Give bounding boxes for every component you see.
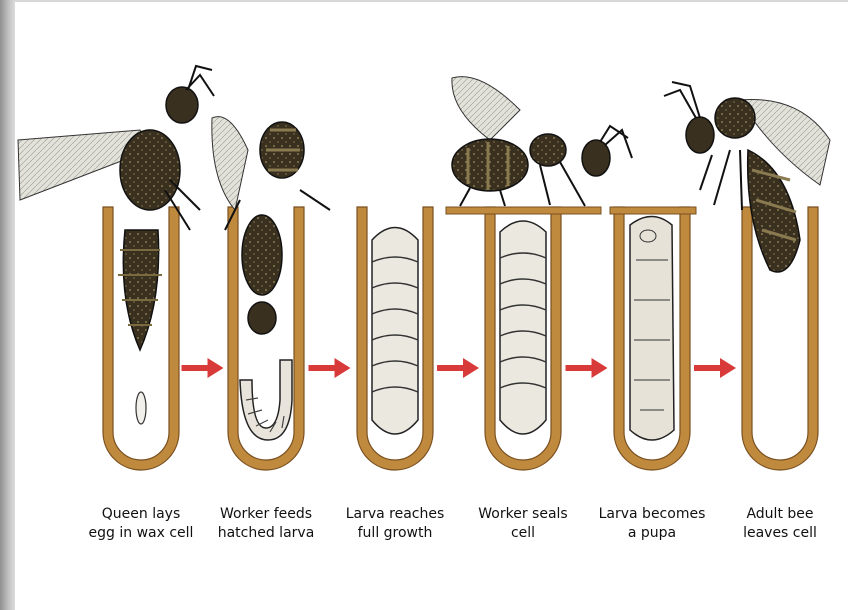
worker-bee-icon	[452, 77, 632, 206]
arrow-right-icon	[309, 358, 351, 378]
stage-caption: Larva becomes a pupa	[587, 505, 717, 543]
arrow-right-icon	[694, 358, 736, 378]
arrow-right-icon	[182, 358, 224, 378]
young-larva-icon	[240, 360, 292, 440]
arrow-right-icon	[437, 358, 479, 378]
stage-caption: Queen lays egg in wax cell	[76, 505, 206, 543]
larva-icon	[372, 228, 418, 435]
egg-icon	[136, 392, 146, 424]
stage-caption: Larva reaches full growth	[330, 505, 460, 543]
cell-cap	[610, 207, 696, 214]
stage-caption: Worker seals cell	[458, 505, 588, 543]
cell-cap	[446, 207, 601, 214]
stage-caption: Worker feeds hatched larva	[201, 505, 331, 543]
sealed-larva-icon	[446, 207, 601, 434]
arrow-right-icon	[566, 358, 608, 378]
stage-caption: Adult bee leaves cell	[715, 505, 845, 543]
queen-bee-icon	[18, 66, 214, 350]
